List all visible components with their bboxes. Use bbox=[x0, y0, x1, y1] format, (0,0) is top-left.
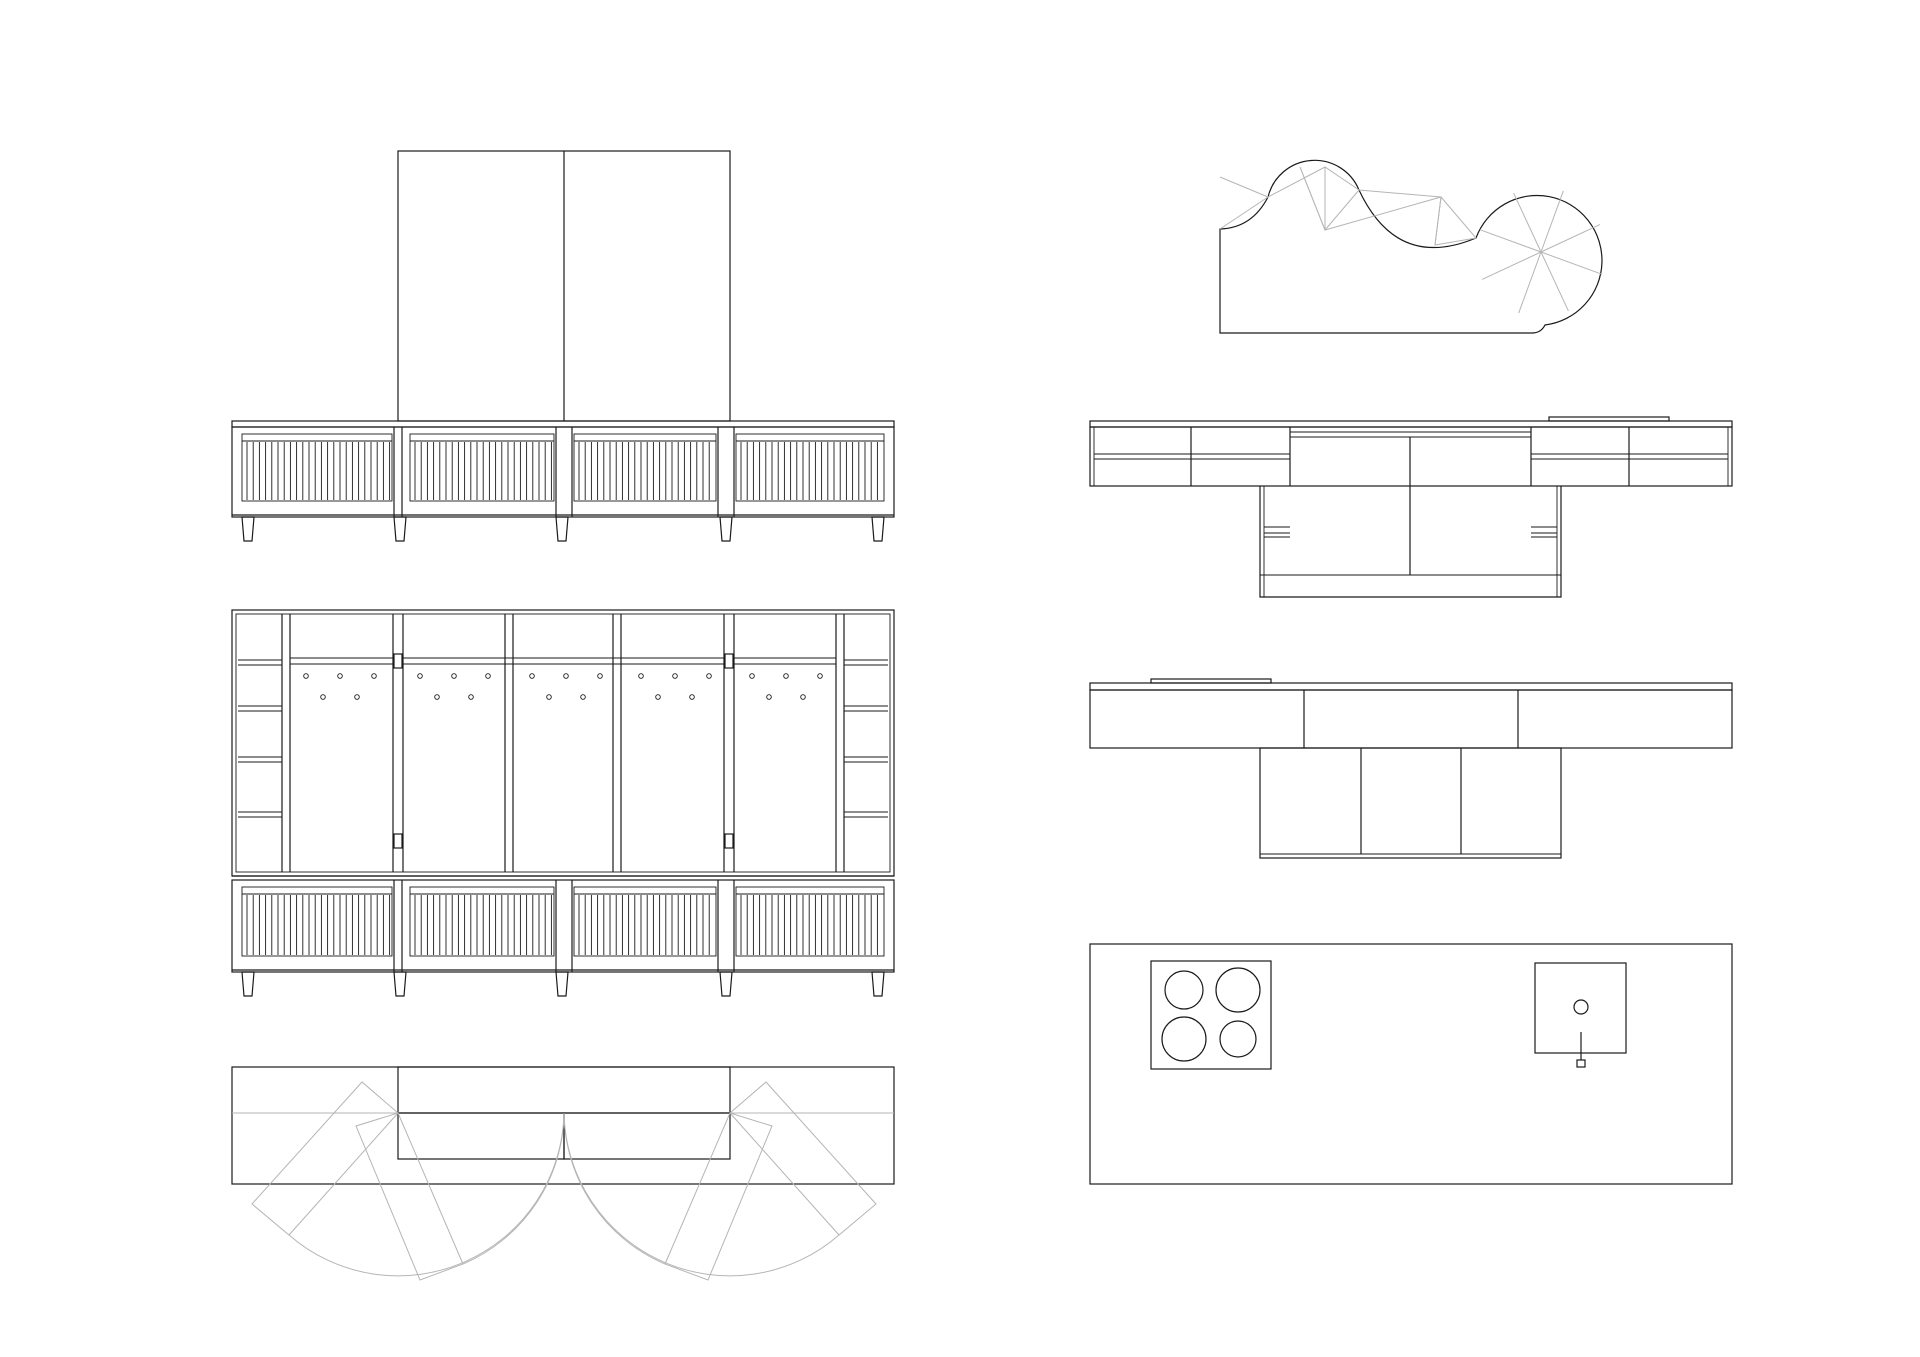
hook bbox=[371, 673, 377, 679]
hood-plan bbox=[397, 1066, 731, 1114]
cabinet-leg bbox=[393, 971, 407, 997]
hook bbox=[783, 673, 789, 679]
hook bbox=[417, 673, 423, 679]
worktop bbox=[231, 420, 895, 428]
side-elevation bbox=[1089, 678, 1733, 859]
burner bbox=[1164, 970, 1204, 1010]
slat-panel bbox=[573, 886, 717, 957]
hook bbox=[638, 673, 644, 679]
construction-ray bbox=[1518, 251, 1542, 314]
slatted-fronts bbox=[232, 880, 894, 972]
construction-ray bbox=[1540, 224, 1601, 253]
construction-ray bbox=[1481, 251, 1542, 280]
cabinet-leg bbox=[871, 971, 885, 997]
hook bbox=[800, 694, 806, 700]
cabinet-legs bbox=[241, 971, 885, 997]
hook bbox=[434, 694, 440, 700]
construction-ray bbox=[1479, 229, 1542, 253]
curve-construction-rays bbox=[1479, 190, 1603, 314]
hook bbox=[706, 673, 712, 679]
hob bbox=[1150, 960, 1272, 1070]
upper-cabinet-frame bbox=[231, 609, 895, 877]
hook bbox=[451, 673, 457, 679]
sink-drain bbox=[1573, 999, 1589, 1015]
burner bbox=[1161, 1016, 1207, 1062]
elevation-closed-with-hood bbox=[231, 150, 895, 542]
curved-profile-outline bbox=[1219, 159, 1603, 334]
hook bbox=[303, 673, 309, 679]
utensil-hooks bbox=[303, 673, 823, 700]
lower-cabinet bbox=[1259, 486, 1562, 598]
hook bbox=[354, 694, 360, 700]
counter-body bbox=[1089, 426, 1733, 487]
plan-door-swings bbox=[231, 1066, 895, 1281]
top-plan-hob-and-sink bbox=[1089, 943, 1733, 1185]
worktop-plan bbox=[1089, 943, 1733, 1185]
cabinet-leg bbox=[719, 971, 733, 997]
slatted-fronts bbox=[232, 427, 894, 517]
slat-panel bbox=[735, 886, 885, 957]
burner bbox=[1215, 967, 1261, 1013]
hook bbox=[320, 694, 326, 700]
slat-panel bbox=[241, 433, 393, 502]
hook bbox=[468, 694, 474, 700]
hinge bbox=[393, 833, 403, 849]
cabinet-legs bbox=[241, 516, 885, 542]
construction-ray bbox=[1513, 192, 1542, 253]
construction-ray bbox=[1540, 190, 1564, 253]
cabinet-leg bbox=[555, 971, 569, 997]
hook bbox=[580, 694, 586, 700]
elevation-open-with-upper-cabinet bbox=[231, 609, 895, 997]
hook bbox=[563, 673, 569, 679]
cabinet-leg bbox=[719, 516, 733, 542]
hinge bbox=[724, 833, 734, 849]
cabinet-leg bbox=[241, 516, 255, 542]
hinge bbox=[724, 653, 734, 669]
slat-panel bbox=[241, 886, 393, 957]
slat-panel bbox=[573, 433, 717, 502]
hook bbox=[337, 673, 343, 679]
hook bbox=[529, 673, 535, 679]
hook bbox=[672, 673, 678, 679]
burner bbox=[1219, 1020, 1257, 1058]
cabinet-leg bbox=[871, 516, 885, 542]
slat-panel bbox=[409, 886, 555, 957]
base-cabinet bbox=[231, 426, 895, 518]
worktop bbox=[1089, 420, 1733, 428]
hook bbox=[485, 673, 491, 679]
hook bbox=[546, 694, 552, 700]
hinge bbox=[393, 653, 403, 669]
upper-cabinet-inner bbox=[235, 613, 891, 873]
hook bbox=[766, 694, 772, 700]
slat-panel bbox=[409, 433, 555, 502]
lower-cabinet bbox=[1259, 747, 1562, 859]
slat-panel bbox=[735, 433, 885, 502]
counter-body bbox=[1089, 689, 1733, 749]
section-with-drawers bbox=[1089, 416, 1733, 598]
hook bbox=[597, 673, 603, 679]
cabinet-leg bbox=[555, 516, 569, 542]
worktop bbox=[1089, 682, 1733, 691]
construction-ray bbox=[1540, 251, 1569, 312]
cabinet-leg bbox=[241, 971, 255, 997]
side-plan-curved-outline bbox=[1219, 159, 1603, 334]
hook bbox=[817, 673, 823, 679]
construction-ray bbox=[1540, 251, 1603, 275]
hook bbox=[749, 673, 755, 679]
hook bbox=[689, 694, 695, 700]
hook bbox=[655, 694, 661, 700]
cabinet-leg bbox=[393, 516, 407, 542]
